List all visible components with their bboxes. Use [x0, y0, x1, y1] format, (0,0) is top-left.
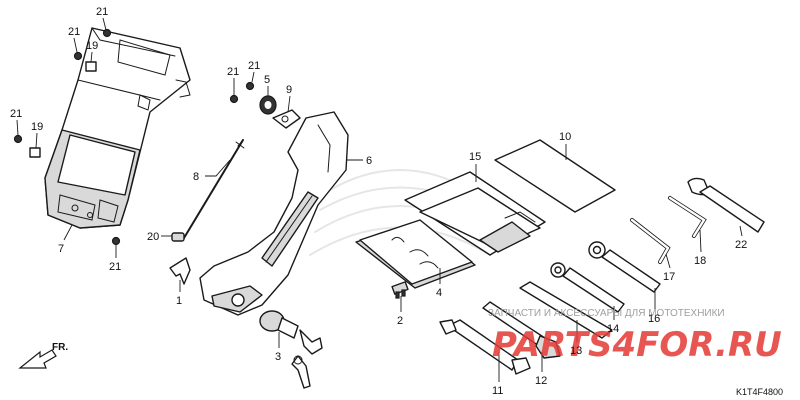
watermark-tagline: ЗАПЧАСТИ И АКСЕССУАРЫ ДЛЯ МОТОТЕХНИКИ: [488, 308, 725, 319]
label-8: 8: [193, 171, 199, 183]
part-21-bolt-c: [13, 134, 23, 144]
label-22: 22: [735, 239, 747, 251]
part-17-hex-key: [630, 218, 671, 264]
label-19-b: 19: [31, 121, 43, 133]
front-arrow-icon: [18, 349, 57, 369]
part-21-bolt-f: [245, 81, 255, 91]
label-13: 13: [570, 345, 582, 357]
part-10-card: [494, 139, 616, 213]
label-20: 20: [147, 231, 159, 243]
part-3-key-cylinder: [259, 310, 323, 389]
label-6: 6: [366, 155, 372, 167]
part-16-spanner: [588, 241, 661, 293]
part-5-grommet: [259, 95, 277, 115]
part-14-ring-spanner: [550, 262, 625, 313]
label-11: 11: [492, 385, 503, 397]
part-21-bolt-d: [111, 236, 121, 246]
part-22-wrench: [687, 177, 765, 233]
label-10: 10: [559, 131, 571, 143]
part-15-tool-bag: [404, 171, 546, 256]
front-direction-indicator: FR.: [18, 342, 68, 369]
part-6-tool-box-cover: [199, 111, 349, 316]
part-2-fuse: [391, 281, 409, 299]
label-3: 3: [275, 351, 281, 363]
part-19-nut-lower: [29, 147, 41, 158]
label-12: 12: [535, 375, 547, 387]
part-13-flat-tool: [519, 281, 613, 339]
label-21-b: 21: [68, 26, 80, 38]
diagram-code: K1T4F4800: [736, 387, 783, 397]
part-8-rod: [183, 139, 245, 239]
label-14: 14: [607, 323, 619, 335]
label-17: 17: [663, 271, 675, 283]
label-15: 15: [469, 151, 481, 163]
watermark-brand: PARTS4FOR.RU: [492, 325, 782, 365]
store-watermark: ЗАПЧАСТИ И АКСЕССУАРЫ ДЛЯ МОТОТЕХНИКИ PA…: [488, 308, 782, 365]
part-7-tool-box-frame: [44, 27, 191, 229]
part-11-wrench: [439, 319, 531, 375]
part-9-plate: [272, 109, 301, 129]
label-7: 7: [58, 243, 64, 255]
label-19-a: 19: [86, 40, 98, 52]
label-21-e: 21: [227, 66, 239, 78]
label-16: 16: [648, 313, 660, 325]
front-direction-label: FR.: [52, 342, 68, 353]
leader-lines: [16, 17, 743, 382]
part-21-bolt-a: [102, 28, 112, 38]
part-21-bolt-e: [229, 94, 239, 104]
part-number-labels: 21 21 19 21 19 7 21 8 20 1 21 21 5 9 6 3…: [10, 6, 747, 397]
label-18: 18: [694, 255, 706, 267]
part-4-owners-manual: [355, 219, 476, 289]
part-18-hex-key: [668, 196, 707, 238]
part-1-bracket: [169, 257, 191, 285]
label-4: 4: [436, 287, 442, 299]
part-20-clip: [171, 232, 185, 242]
label-2: 2: [397, 315, 403, 327]
part-19-nut-upper: [85, 61, 97, 72]
label-1: 1: [176, 295, 182, 307]
label-9: 9: [286, 84, 292, 96]
label-21-f: 21: [248, 60, 260, 72]
label-21-a: 21: [96, 6, 108, 18]
label-21-d: 21: [109, 261, 121, 273]
part-21-bolt-b: [73, 51, 83, 61]
label-21-c: 21: [10, 108, 22, 120]
label-5: 5: [264, 74, 270, 86]
